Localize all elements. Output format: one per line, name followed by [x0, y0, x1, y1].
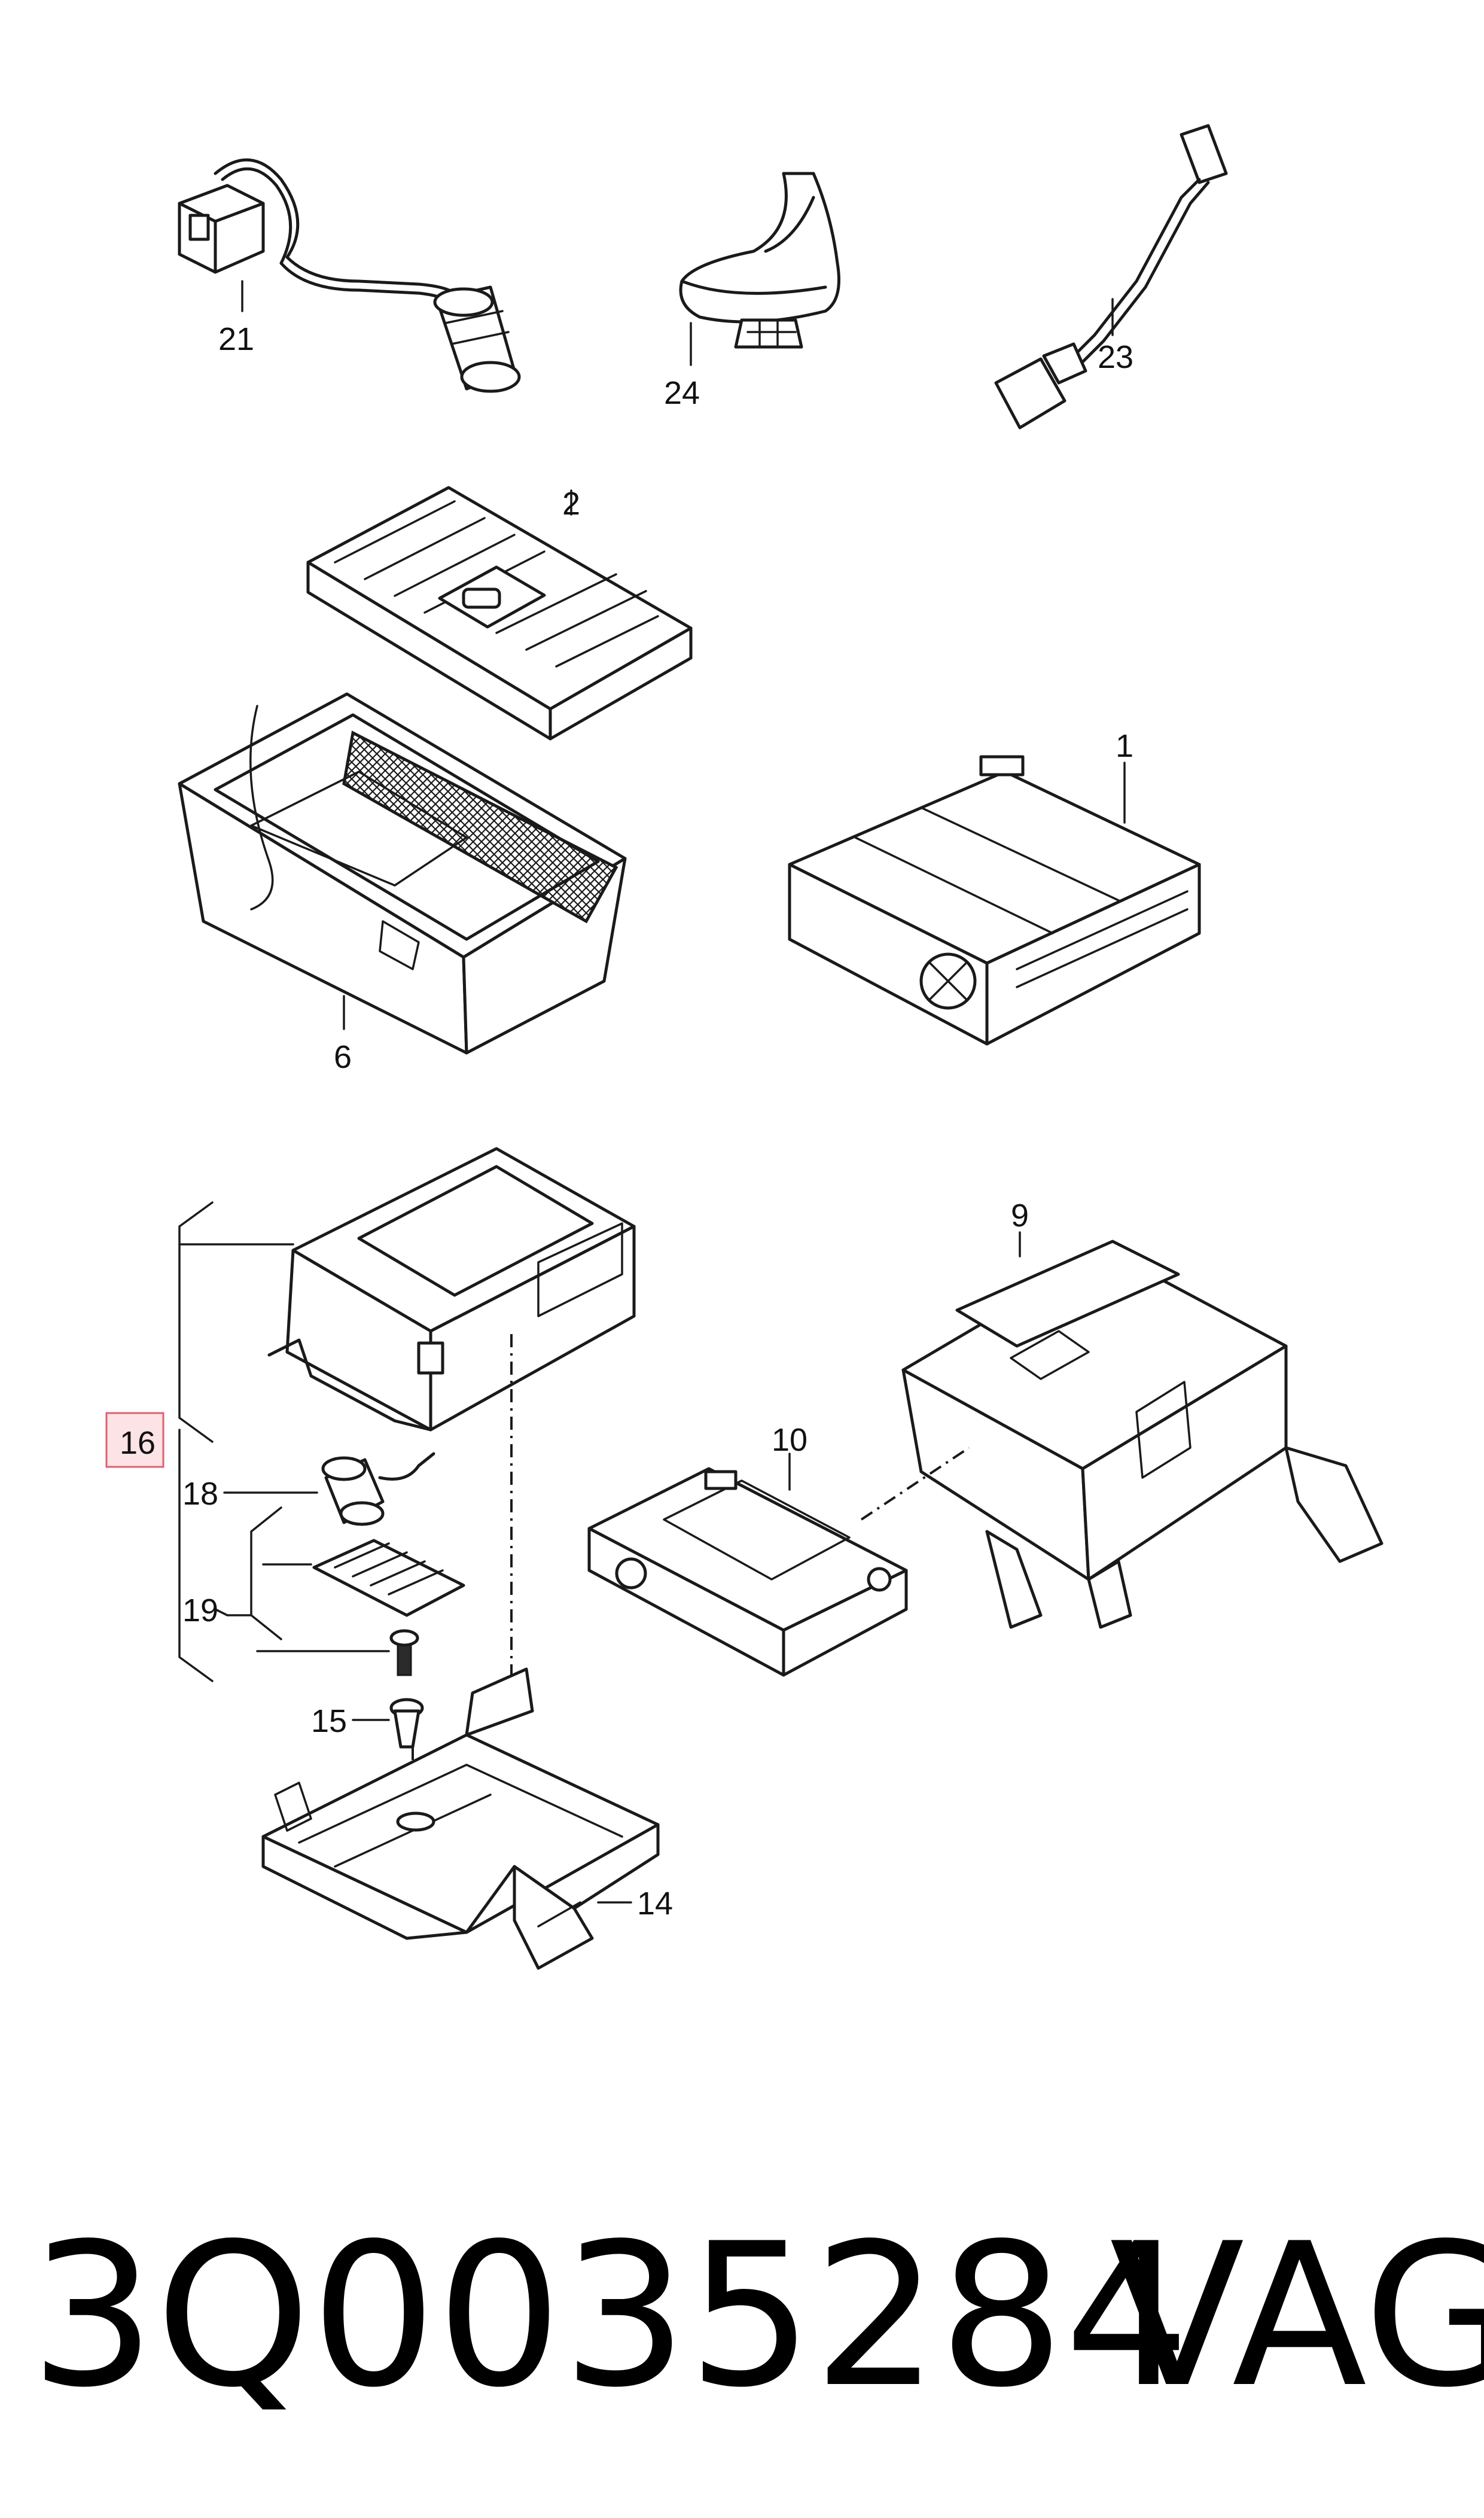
part-6-storage-tray — [178, 692, 627, 1055]
part-9-mounting-bracket — [901, 1240, 1384, 1629]
part-10-control-module — [587, 1467, 908, 1677]
bracket-19 — [214, 1506, 282, 1640]
part-16-control-unit — [267, 1147, 636, 1432]
bracket-16 — [178, 1201, 214, 1443]
bracket-16b — [178, 1429, 214, 1682]
part-number-text: 3Q0035284 — [30, 2201, 1190, 2431]
part-18-backup-battery — [321, 1452, 435, 1526]
callout-18: 18 — [182, 1476, 218, 1512]
part-19-cover-and-screw — [312, 1539, 465, 1676]
part-1-radio-nav-unit — [788, 755, 1201, 1046]
callout-1: 1 — [1116, 728, 1133, 764]
callout-2: 2 — [562, 486, 580, 522]
callout-6: 6 — [334, 1039, 352, 1075]
assembly-line-10-to-9 — [860, 1447, 970, 1521]
callout-10: 10 — [772, 1422, 807, 1458]
callout-9: 9 — [1011, 1198, 1029, 1234]
callout-16-highlight — [105, 1412, 164, 1468]
callout-15: 15 — [311, 1703, 347, 1739]
part-21-cable-assembly — [178, 158, 521, 393]
part-15-clip — [389, 1698, 424, 1749]
callout-19: 19 — [182, 1593, 218, 1628]
callout-24: 24 — [664, 375, 700, 411]
callout-14: 14 — [637, 1886, 673, 1922]
callout-16: 16 — [120, 1425, 156, 1461]
part-23-antenna-cable — [994, 124, 1228, 430]
part-2-charging-tray-insert — [306, 486, 693, 741]
brand-text: VAG — [1110, 2201, 1484, 2431]
part-14-base-tray — [261, 1667, 660, 1970]
callout-21: 21 — [218, 321, 254, 357]
callout-23: 23 — [1098, 339, 1133, 375]
part-24-roof-antenna — [679, 172, 840, 349]
